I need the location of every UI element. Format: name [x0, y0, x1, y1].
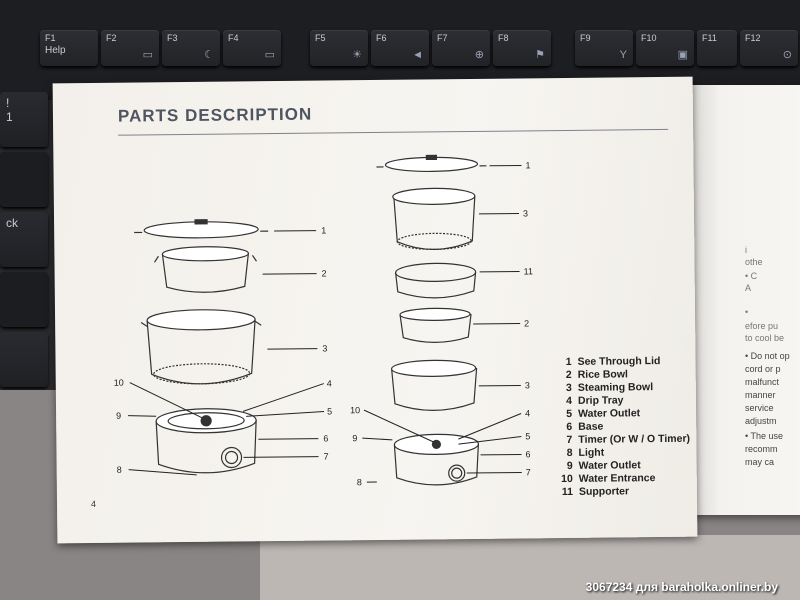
steaming-bowl-bottom-right: [391, 359, 478, 411]
steaming-bowl-top-right: [392, 187, 476, 250]
text-fragment: i: [745, 245, 747, 255]
side-key: ! 1: [0, 92, 48, 147]
text-fragment: • Do not op: [745, 351, 790, 361]
fn-key: F2▭: [101, 30, 159, 66]
exploded-diagram: 1 2 3 4 5 6 7 8 9 10 1 3 11 2 3 4 5 6 7 …: [114, 154, 533, 487]
callout-number: 5: [327, 406, 332, 416]
side-key: ck: [0, 212, 48, 267]
rice-bowl-right: [399, 307, 472, 343]
callout-number: 11: [524, 266, 533, 276]
callout-number: 1: [525, 160, 530, 170]
fn-key: F8⚑: [493, 30, 551, 66]
callout-number: 1: [321, 226, 326, 236]
text-fragment: • C: [745, 271, 758, 281]
callout-number: 4: [525, 408, 530, 418]
mute-icon: ◄: [412, 49, 423, 61]
callout-lines: [128, 164, 522, 483]
text-fragment: othe: [745, 257, 763, 267]
rice-bowl-left: [153, 246, 257, 293]
callout-number: 5: [525, 431, 530, 441]
watermark-text: 3067234 для baraholka.onliner.by: [585, 580, 778, 594]
callout-number: 7: [526, 467, 531, 477]
text-fragment: may ca: [745, 457, 775, 467]
callout-number: 9: [116, 411, 121, 421]
lid-right: [376, 154, 487, 173]
steaming-bowl-left: [140, 309, 262, 385]
text-fragment: cord or p: [745, 364, 781, 374]
right-page: i othe • C A • efore pu to cool be • Do …: [690, 85, 800, 515]
antenna-icon: Y: [619, 49, 627, 61]
brightness-icon: ☀: [352, 49, 362, 61]
text-fragment: efore pu: [745, 321, 779, 331]
supporter-right: [395, 262, 477, 299]
window-icon: ▣: [677, 49, 688, 61]
callout-number: 2: [322, 269, 327, 279]
callout-number: 10: [114, 378, 124, 388]
callout-number: 4: [327, 378, 332, 388]
base-right: [393, 433, 480, 486]
fn-key: F11: [697, 30, 737, 66]
callout-number: 6: [323, 433, 328, 443]
wireless-icon: ⊕: [474, 49, 484, 61]
callout-numbers: 1 2 3 4 5 6 7 8 9 10 1 3 11 2 3 4 5 6 7 …: [114, 160, 533, 487]
lock-icon: ⊙: [782, 49, 792, 61]
base-left: [155, 408, 257, 474]
lid-left: [134, 219, 269, 239]
fn-key: F12⊙: [740, 30, 798, 66]
display-icon: ▭: [264, 49, 275, 61]
text-fragment: adjustm: [745, 416, 777, 426]
callout-number: 3: [525, 380, 530, 390]
page-number: 4: [90, 498, 97, 509]
side-key: [0, 272, 48, 327]
text-fragment: service: [745, 403, 774, 413]
text-fragment: to cool be: [745, 333, 785, 343]
fn-key: F6◄: [371, 30, 429, 66]
desk-surface-light: [260, 535, 800, 600]
fn-key: F10▣: [636, 30, 694, 66]
side-key: [0, 152, 48, 207]
callout-number: 10: [350, 405, 360, 415]
callout-number: 2: [524, 318, 529, 328]
side-key: [0, 332, 48, 387]
battery-icon: ▭: [142, 49, 153, 61]
text-fragment: A: [745, 283, 752, 293]
text-fragment: • The use: [745, 431, 784, 441]
callout-number: 8: [357, 477, 362, 487]
manual-page: PARTS DESCRIPTION: [52, 76, 698, 544]
text-fragment: manner: [745, 390, 776, 400]
callout-number: 6: [525, 449, 530, 459]
callout-number: 3: [322, 344, 327, 354]
text-fragment: recomm: [745, 444, 778, 454]
callout-number: 3: [523, 208, 528, 218]
fn-key: F4▭: [223, 30, 281, 66]
callout-number: 8: [117, 465, 122, 475]
callout-number: 9: [352, 433, 357, 443]
fn-key: F5☀: [310, 30, 368, 66]
callout-number: 7: [323, 451, 328, 461]
run-icon: ⚑: [535, 49, 545, 61]
fn-key: F3☾: [162, 30, 220, 66]
fn-key: F7⊕: [432, 30, 490, 66]
text-fragment: •: [745, 307, 749, 317]
text-fragment: malfunct: [745, 377, 780, 387]
sleep-icon: ☾: [204, 49, 214, 61]
